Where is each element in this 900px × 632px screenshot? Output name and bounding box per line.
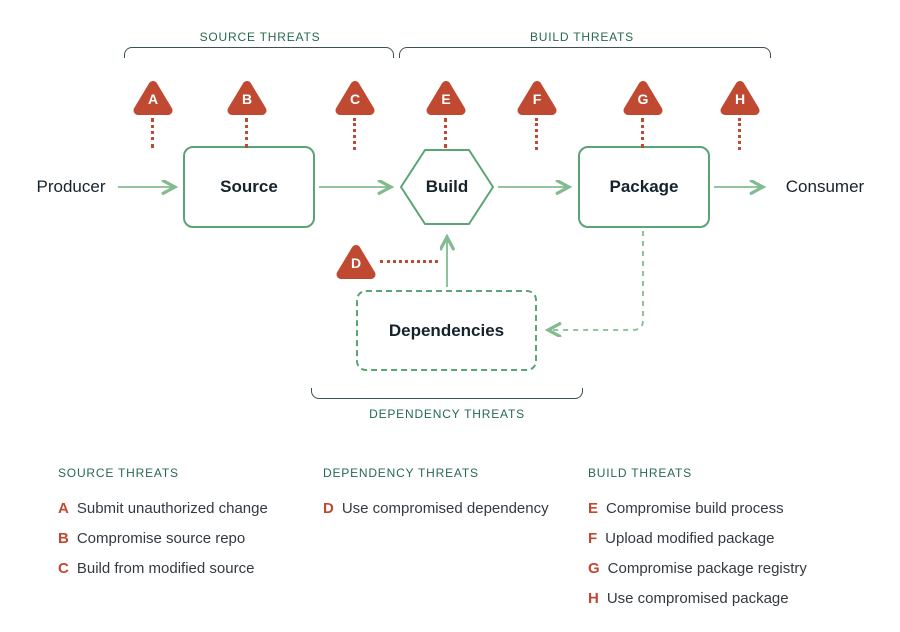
legend-item-g: G Compromise package registry	[588, 553, 858, 583]
legend-key: D	[323, 499, 334, 517]
legend-item-c: C Build from modified source	[58, 553, 308, 583]
dependency-threats-bracket	[311, 388, 583, 399]
legend-text: Upload modified package	[605, 529, 775, 547]
arrow-package-to-dependencies	[549, 231, 644, 330]
threat-marker-b-label: B	[241, 91, 253, 107]
legend-key: C	[58, 559, 69, 577]
threat-marker-e: E	[426, 80, 466, 116]
threat-marker-g-label: G	[637, 91, 649, 107]
warning-triangle-icon	[517, 81, 557, 115]
threat-marker-e-label: E	[441, 91, 451, 107]
legend-item-h: H Use compromised package	[588, 583, 858, 613]
threat-line-a	[151, 118, 154, 148]
legend-text: Compromise package registry	[607, 559, 807, 577]
source-threats-bracket	[124, 47, 394, 58]
legend-key: E	[588, 499, 599, 517]
legend-text: Compromise build process	[606, 499, 784, 517]
node-package: Package	[578, 146, 710, 228]
legend-source-threats: SOURCE THREATS A Submit unauthorized cha…	[58, 466, 308, 583]
legend-key: F	[588, 529, 598, 547]
warning-triangle-icon	[133, 81, 173, 115]
legend-text: Use compromised dependency	[341, 499, 549, 517]
threat-marker-c-label: C	[349, 91, 361, 107]
legend-text: Submit unauthorized change	[76, 499, 268, 517]
legend-dependency-threats: DEPENDENCY THREATS D Use compromised dep…	[323, 466, 583, 523]
legend-text: Use compromised package	[606, 589, 789, 607]
node-build: Build	[398, 145, 496, 229]
threat-line-d	[380, 260, 438, 263]
warning-triangle-icon	[227, 81, 267, 115]
legend-key: H	[588, 589, 599, 607]
threat-line-b	[245, 118, 248, 148]
warning-triangle-icon	[335, 81, 375, 115]
node-source: Source	[183, 146, 315, 228]
warning-triangle-icon	[623, 81, 663, 115]
threat-marker-a-label: A	[147, 91, 159, 107]
build-threats-group-label: BUILD THREATS	[530, 30, 634, 44]
legend-key: B	[58, 529, 69, 547]
legend-key: A	[58, 499, 69, 517]
legend-text: Compromise source repo	[76, 529, 246, 547]
legend-build-threats: BUILD THREATS E Compromise build process…	[588, 466, 858, 613]
legend-item-b: B Compromise source repo	[58, 523, 308, 553]
threat-marker-f: F	[517, 80, 557, 116]
producer-label: Producer	[36, 177, 106, 196]
threat-marker-h: H	[720, 80, 760, 116]
legend-heading: SOURCE THREATS	[58, 466, 179, 480]
consumer-label: Consumer	[785, 177, 865, 196]
threat-line-f	[535, 118, 538, 150]
legend-item-a: A Submit unauthorized change	[58, 493, 308, 523]
legend-heading: DEPENDENCY THREATS	[323, 466, 479, 480]
threat-marker-b: B	[227, 80, 267, 116]
threat-line-e	[444, 118, 447, 148]
legend-heading: BUILD THREATS	[588, 466, 692, 480]
hexagon-shape	[400, 149, 494, 225]
node-build-label: Build	[425, 177, 469, 196]
threat-marker-h-label: H	[734, 91, 746, 107]
threat-marker-g: G	[623, 80, 663, 116]
threat-marker-c: C	[335, 80, 375, 116]
threat-line-g	[641, 118, 644, 148]
legend-item-e: E Compromise build process	[588, 493, 858, 523]
threat-marker-f-label: F	[532, 91, 542, 107]
legend-item-f: F Upload modified package	[588, 523, 858, 553]
source-threats-group-label: SOURCE THREATS	[199, 30, 321, 44]
warning-triangle-icon	[336, 245, 376, 279]
threat-marker-d: D	[336, 244, 376, 280]
legend-key: G	[588, 559, 600, 577]
warning-triangle-icon	[426, 81, 466, 115]
dependency-threats-group-label: DEPENDENCY THREATS	[369, 407, 525, 421]
build-threats-bracket	[399, 47, 771, 58]
legend-item-d: D Use compromised dependency	[323, 493, 583, 523]
node-dependencies: Dependencies	[356, 290, 537, 371]
threat-line-h	[738, 118, 741, 150]
threat-marker-a: A	[133, 80, 173, 116]
threat-marker-d-label: D	[350, 255, 362, 271]
threat-line-c	[353, 118, 356, 150]
warning-triangle-icon	[720, 81, 760, 115]
legend-text: Build from modified source	[76, 559, 255, 577]
